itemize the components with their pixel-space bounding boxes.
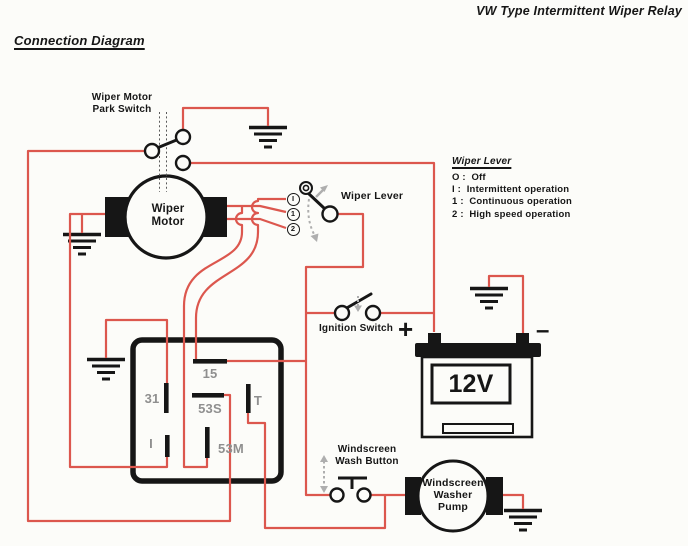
relay-terminal-15-label: 15 [202, 366, 218, 381]
wire-t-to-washbutton [246, 413, 387, 530]
lever-up-arrow [315, 188, 325, 198]
wire-pump-to-ground [503, 493, 525, 509]
wire-lever-common-feed [304, 212, 365, 497]
wiper-motor-label-line1: Wiper [151, 203, 185, 215]
relay-box [130, 337, 284, 484]
relay-terminal-53m-label: 53M [218, 441, 244, 456]
pump-left-brush [405, 477, 421, 515]
washer-pump [405, 459, 503, 533]
wire-31-to-ground [104, 318, 169, 383]
terminal-i-pin [165, 435, 170, 457]
lever-up-arrowhead [320, 185, 328, 192]
washer-pump-label: Windscreen Washer Pump [413, 477, 493, 513]
wire-battery-negative-to-ground [487, 274, 525, 333]
ignition-switch-label: Ignition Switch [318, 323, 394, 334]
wash-arrowhead-down [320, 486, 328, 493]
lever-down-arc [307, 198, 316, 237]
battery [415, 333, 541, 439]
lever-legend: Wiper Lever O : Off I : Intermittent ope… [452, 156, 572, 221]
park-switch-contact [174, 128, 192, 146]
park-switch [143, 128, 192, 172]
motor-body [123, 174, 209, 260]
ground-relay31 [87, 357, 125, 381]
relay-outline [130, 337, 284, 484]
wash-button-contact [329, 487, 345, 503]
ground-symbols [63, 125, 542, 532]
relay-terminal-i-label: I [149, 436, 153, 451]
wash-button [320, 455, 372, 503]
wire-brush-to-contact-1 [227, 204, 287, 214]
ground-motor [63, 232, 101, 256]
legend-item-intermittent: I : Intermittent operation [452, 184, 570, 196]
page-title: VW Type Intermittent Wiper Relay [476, 4, 682, 18]
terminal-53s-pin [192, 393, 224, 398]
washer-pump-label-line2: Washer [433, 488, 473, 501]
ground-park [249, 125, 287, 149]
ignition-arrowhead [354, 305, 362, 312]
wiper-lever-label: Wiper Lever [341, 190, 404, 202]
wire-park-to-ground [181, 106, 270, 130]
ground-pump [504, 508, 542, 532]
battery-slot [442, 423, 514, 434]
wiper-motor-label-line2: Motor [151, 216, 185, 228]
battery-positive-post [428, 333, 441, 344]
wiper-lever-pivot-inner [302, 184, 310, 192]
battery-positive-sign: + [398, 314, 414, 344]
wiper-motor [105, 174, 227, 260]
wash-button-label-line1: Windscreen [337, 444, 397, 455]
terminal-31-pin [164, 383, 169, 413]
pump-right-brush [486, 477, 503, 515]
wash-button-label: Windscreen Wash Button [312, 444, 422, 468]
wash-button-plunger [338, 476, 367, 489]
washer-pump-label-line3: Pump [438, 500, 468, 513]
terminal-15-pin [193, 359, 227, 364]
relay-terminal-31-label: 31 [144, 391, 160, 406]
legend-item-highspeed: 2 : High speed operation [452, 208, 571, 220]
wiper-motor-label: Wiper Motor [126, 203, 210, 229]
ignition-switch-contact [364, 304, 382, 322]
wire-motor-to-53m [182, 206, 244, 469]
battery-top-bar [415, 343, 541, 357]
lever-contact-continuous: 1 [286, 207, 300, 221]
park-switch-label-line2: Park Switch [92, 103, 152, 115]
wash-button-contact [356, 487, 372, 503]
battery-voltage: 12V [448, 370, 494, 398]
wiper-lever-arm [306, 191, 327, 211]
park-switch-contact [174, 154, 192, 172]
terminal-53m-pin [205, 427, 210, 458]
legend-item-continuous: 1 : Continuous operation [452, 196, 573, 208]
pump-body [416, 459, 490, 533]
relay-terminal-53s-label: 53S [198, 401, 222, 416]
washer-pump-label-line1: Windscreen [422, 477, 484, 489]
wire-park-to-53s [26, 149, 232, 523]
wiper-lever-switch [299, 181, 339, 242]
terminal-t-pin [246, 384, 251, 413]
battery-negative-post [516, 333, 529, 344]
lever-contact-highspeed: 2 [286, 222, 300, 236]
park-switch-label: Wiper Motor Park Switch [62, 92, 182, 115]
wire-park-to-battery-positive [190, 161, 436, 332]
wiper-lever-common-contact [321, 205, 339, 223]
ground-battery [470, 286, 508, 310]
legend-title: Wiper Lever [452, 156, 512, 167]
wash-arrowhead-up [320, 455, 328, 462]
wash-button-body [338, 476, 367, 489]
park-switch-contact [143, 142, 161, 160]
diagram-heading: Connection Diagram [14, 33, 145, 48]
lever-contact-intermittent: I [286, 192, 300, 206]
park-switch-label-line1: Wiper Motor [91, 92, 153, 103]
park-switch-lever [155, 137, 181, 150]
wash-button-label-line2: Wash Button [335, 456, 399, 467]
lever-down-arrowhead [310, 233, 319, 242]
legend-item-off: O : Off [452, 172, 486, 183]
battery-negative-sign: – [536, 317, 550, 344]
ignition-switch [333, 292, 382, 322]
battery-voltage-box [430, 363, 512, 405]
relay-terminal-t-label: T [253, 393, 263, 408]
wires [26, 106, 525, 530]
ignition-switch-contact [333, 304, 351, 322]
wire-brush-to-contact-2 [227, 217, 287, 230]
